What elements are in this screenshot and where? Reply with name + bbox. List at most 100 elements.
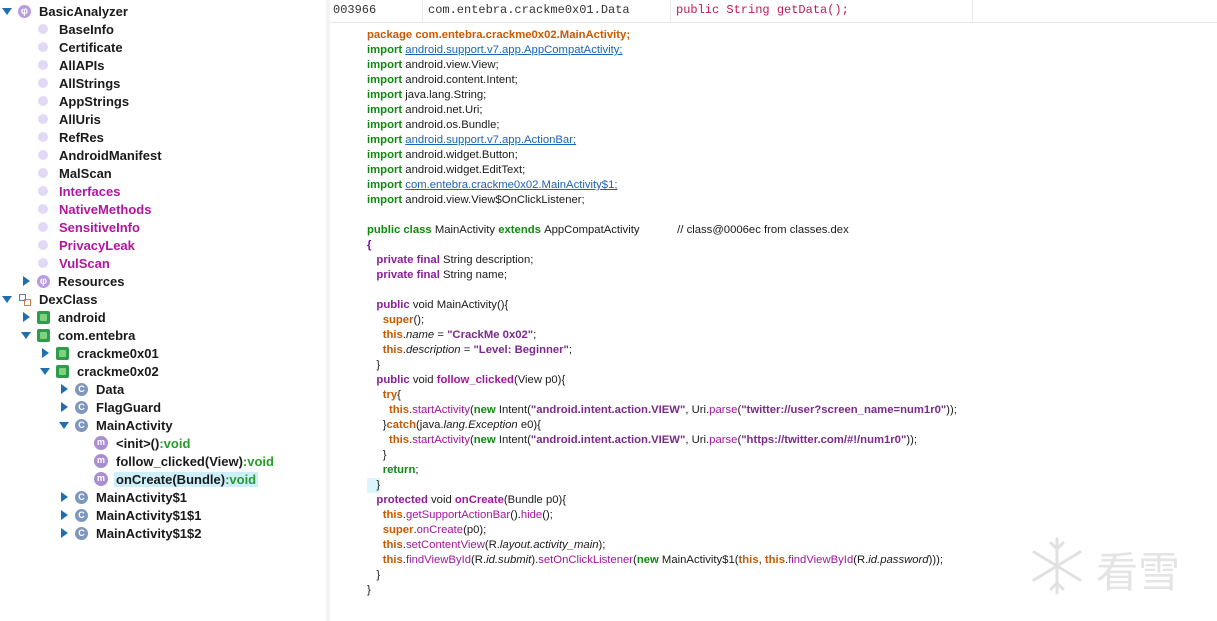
dot-icon <box>38 132 48 142</box>
code-token: . <box>784 554 789 566</box>
tree-node-privacy[interactable]: PrivacyLeak <box>37 236 137 254</box>
code-token <box>367 269 376 281</box>
code-line: package com.entebra.crackme0x02.MainActi… <box>367 28 630 43</box>
chevron-right-icon[interactable] <box>21 312 31 322</box>
code-token <box>367 374 376 386</box>
tree-node-allstrings[interactable]: AllStrings <box>37 74 122 92</box>
code-token: private final <box>376 254 443 266</box>
tree-node-vulscan[interactable]: VulScan <box>37 254 112 272</box>
code-line: import android.view.View; <box>367 58 499 73</box>
code-line: private final String name; <box>367 268 507 283</box>
tree-node-dexclass[interactable]: DexClass <box>2 290 100 308</box>
tree-node-label: onCreate(Bundle):void <box>114 471 259 487</box>
tree-node-baseinfo[interactable]: BaseInfo <box>37 20 116 38</box>
code-token: android.net.Uri; <box>405 104 483 116</box>
chevron-right-icon[interactable] <box>59 510 69 520</box>
dex-class-icon <box>18 293 31 306</box>
tree-node-crackme01[interactable]: crackme0x01 <box>40 344 161 362</box>
chevron-right-icon[interactable] <box>59 492 69 502</box>
chevron-right-icon[interactable] <box>59 528 69 538</box>
tree-node-alluris[interactable]: AllUris <box>37 110 103 128</box>
chevron-down-icon[interactable] <box>59 420 69 430</box>
code-token <box>367 254 376 266</box>
code-token <box>367 494 376 506</box>
code-token[interactable]: android.support.v7.app.AppCompatActivity… <box>405 44 623 56</box>
tree-node-label: AppStrings <box>59 93 130 109</box>
code-token: (); <box>413 314 425 326</box>
code-token: lang.Exception <box>443 419 518 431</box>
tree-node-certificate[interactable]: Certificate <box>37 38 125 56</box>
watermark: 看雪 <box>1022 533 1197 599</box>
tree-node-allapis[interactable]: AllAPIs <box>37 56 107 74</box>
tree-node-comentebra[interactable]: com.entebra <box>21 326 137 344</box>
tree-node-label: NativeMethods <box>59 201 152 217</box>
dot-icon <box>38 60 48 70</box>
code-token: (R. <box>471 554 487 566</box>
chevron-down-icon[interactable] <box>2 294 12 304</box>
dot-icon <box>38 258 48 268</box>
tree-node-appstrings[interactable]: AppStrings <box>37 92 131 110</box>
tree-node-label: VulScan <box>59 255 110 271</box>
chevron-right-icon[interactable] <box>40 348 50 358</box>
code-token[interactable]: android.support.v7.app.ActionBar; <box>405 134 577 146</box>
chevron-right-icon[interactable] <box>59 402 69 412</box>
tree-node-label: BaseInfo <box>59 21 114 37</box>
tree-node-sensitive[interactable]: SensitiveInfo <box>37 218 142 236</box>
code-token: layout.activity_main <box>499 539 599 551</box>
tree-node-label: crackme0x02 <box>77 363 159 379</box>
code-line: public void MainActivity(){ <box>367 298 508 313</box>
code-token: extends <box>498 224 545 236</box>
tree-node-malscan[interactable]: MalScan <box>37 164 114 182</box>
code-token: , <box>758 554 765 566</box>
chevron-right-icon[interactable] <box>21 276 31 286</box>
tree-node-interfaces[interactable]: Interfaces <box>37 182 122 200</box>
chevron-right-icon[interactable] <box>59 384 69 394</box>
chevron-down-icon[interactable] <box>40 366 50 376</box>
tree-node-manifest[interactable]: AndroidManifest <box>37 146 164 164</box>
tree-node-android[interactable]: android <box>21 308 108 326</box>
tree-node-native[interactable]: NativeMethods <box>37 200 153 218</box>
code-token: ( <box>469 404 474 416</box>
class-icon: C <box>75 508 88 522</box>
code-token: )); <box>906 434 917 446</box>
code-token <box>367 299 376 311</box>
tree-node-label: com.entebra <box>58 327 136 343</box>
tree-node-label: MainActivity$1 <box>96 489 188 505</box>
code-view[interactable]: package com.entebra.crackme0x02.MainActi… <box>330 23 1217 621</box>
code-token: this <box>382 509 403 521</box>
pane-splitter[interactable] <box>326 0 330 621</box>
code-token: ; <box>415 464 419 476</box>
tree-node-refres[interactable]: RefRes <box>37 128 106 146</box>
code-line: protected void onCreate(Bundle p0){ <box>367 493 566 508</box>
code-token: String name; <box>442 269 508 281</box>
chevron-down-icon[interactable] <box>2 6 12 16</box>
code-token: this <box>388 434 410 446</box>
code-token: (p0); <box>463 524 487 536</box>
tree-node-crackme02[interactable]: crackme0x02 <box>40 362 161 380</box>
code-token: { <box>367 239 372 251</box>
dot-icon <box>38 96 48 106</box>
code-token: findViewById <box>405 554 472 566</box>
code-token: . <box>402 554 406 566</box>
tree-node-label: PrivacyLeak <box>59 237 135 253</box>
chevron-down-icon[interactable] <box>21 330 31 340</box>
code-token[interactable]: com.entebra.crackme0x02.MainActivity$1; <box>405 179 618 191</box>
code-token: )); <box>946 404 957 416</box>
class-icon: C <box>75 418 88 432</box>
tree-node-label: AllUris <box>59 111 101 127</box>
tree-node-init[interactable]: m<init>():void <box>94 434 192 452</box>
code-token <box>367 344 383 356</box>
code-token: ); <box>598 539 606 551</box>
code-token: name <box>405 329 435 341</box>
method-icon: m <box>94 454 108 468</box>
